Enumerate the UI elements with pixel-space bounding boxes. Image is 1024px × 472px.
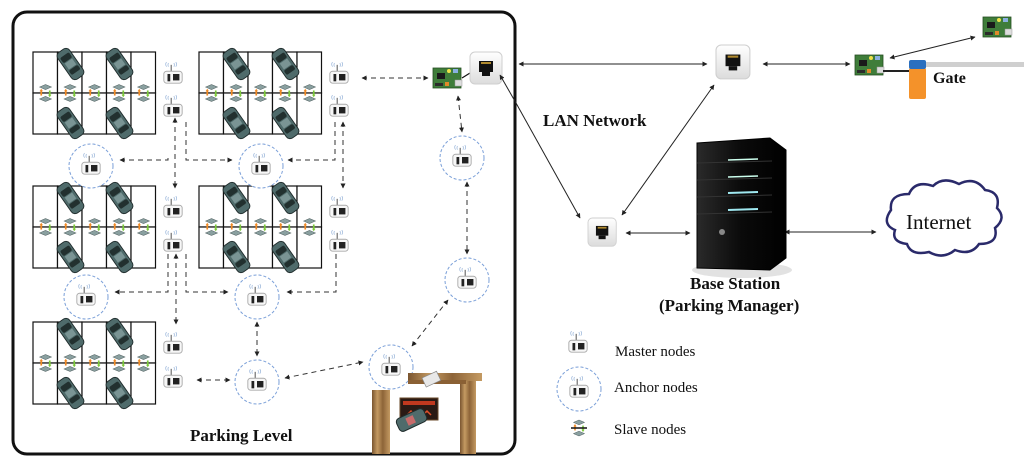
gateway-raspberry-pi-icon [432, 67, 463, 89]
wireless-link [284, 360, 364, 380]
legend-anchor-node-icon [569, 375, 589, 398]
parking-block [32, 180, 157, 275]
internet-cloud-icon [885, 179, 1003, 257]
internet-label: Internet [906, 210, 972, 234]
lan-switch-socket-icon [715, 44, 751, 80]
legend-master-node-icon [568, 330, 588, 353]
legend [556, 330, 602, 437]
parking-entrance [372, 370, 482, 454]
parking-level-title: Parking Level [190, 426, 293, 445]
gate-label: Gate [933, 70, 966, 87]
wireless-links [114, 75, 470, 383]
parking-block [32, 316, 157, 411]
remote-raspberry-pi-icon [982, 16, 1013, 38]
parking-block [198, 46, 323, 141]
parking-block [198, 180, 323, 275]
wireless-link [456, 95, 464, 133]
legend-slave-label: Slave nodes [614, 422, 687, 438]
legend-master-label: Master nodes [615, 344, 696, 360]
wireless-link [119, 157, 169, 163]
base-station-socket-icon [587, 217, 617, 247]
parking-slot [32, 92, 59, 135]
legend-slave-node-icon [571, 419, 587, 437]
wireless-link [287, 122, 336, 163]
base-station-label: Base Station [690, 274, 781, 293]
legend-anchor-ring [556, 366, 602, 412]
wireless-link [411, 299, 449, 347]
wireless-link [185, 254, 229, 295]
network-section [432, 16, 1024, 278]
gate-raspberry-pi-icon [854, 54, 885, 76]
sensor-nodes [63, 61, 490, 405]
legend-anchor-label: Anchor nodes [614, 380, 698, 396]
lan-network-label: LAN Network [543, 111, 647, 130]
base-station-sublabel: (Parking Manager) [659, 296, 800, 315]
parking-block [32, 46, 157, 141]
wireless-link [185, 122, 233, 163]
parking-ethernet-socket-icon [469, 51, 503, 85]
entrance-camera-icon [421, 370, 442, 388]
parking-blocks [32, 46, 323, 411]
wireless-link [286, 254, 337, 295]
gate-barrier-icon [909, 60, 1024, 99]
base-station-server-icon [692, 137, 792, 278]
wireless-link [114, 254, 169, 295]
entering-car-icon [395, 408, 428, 432]
